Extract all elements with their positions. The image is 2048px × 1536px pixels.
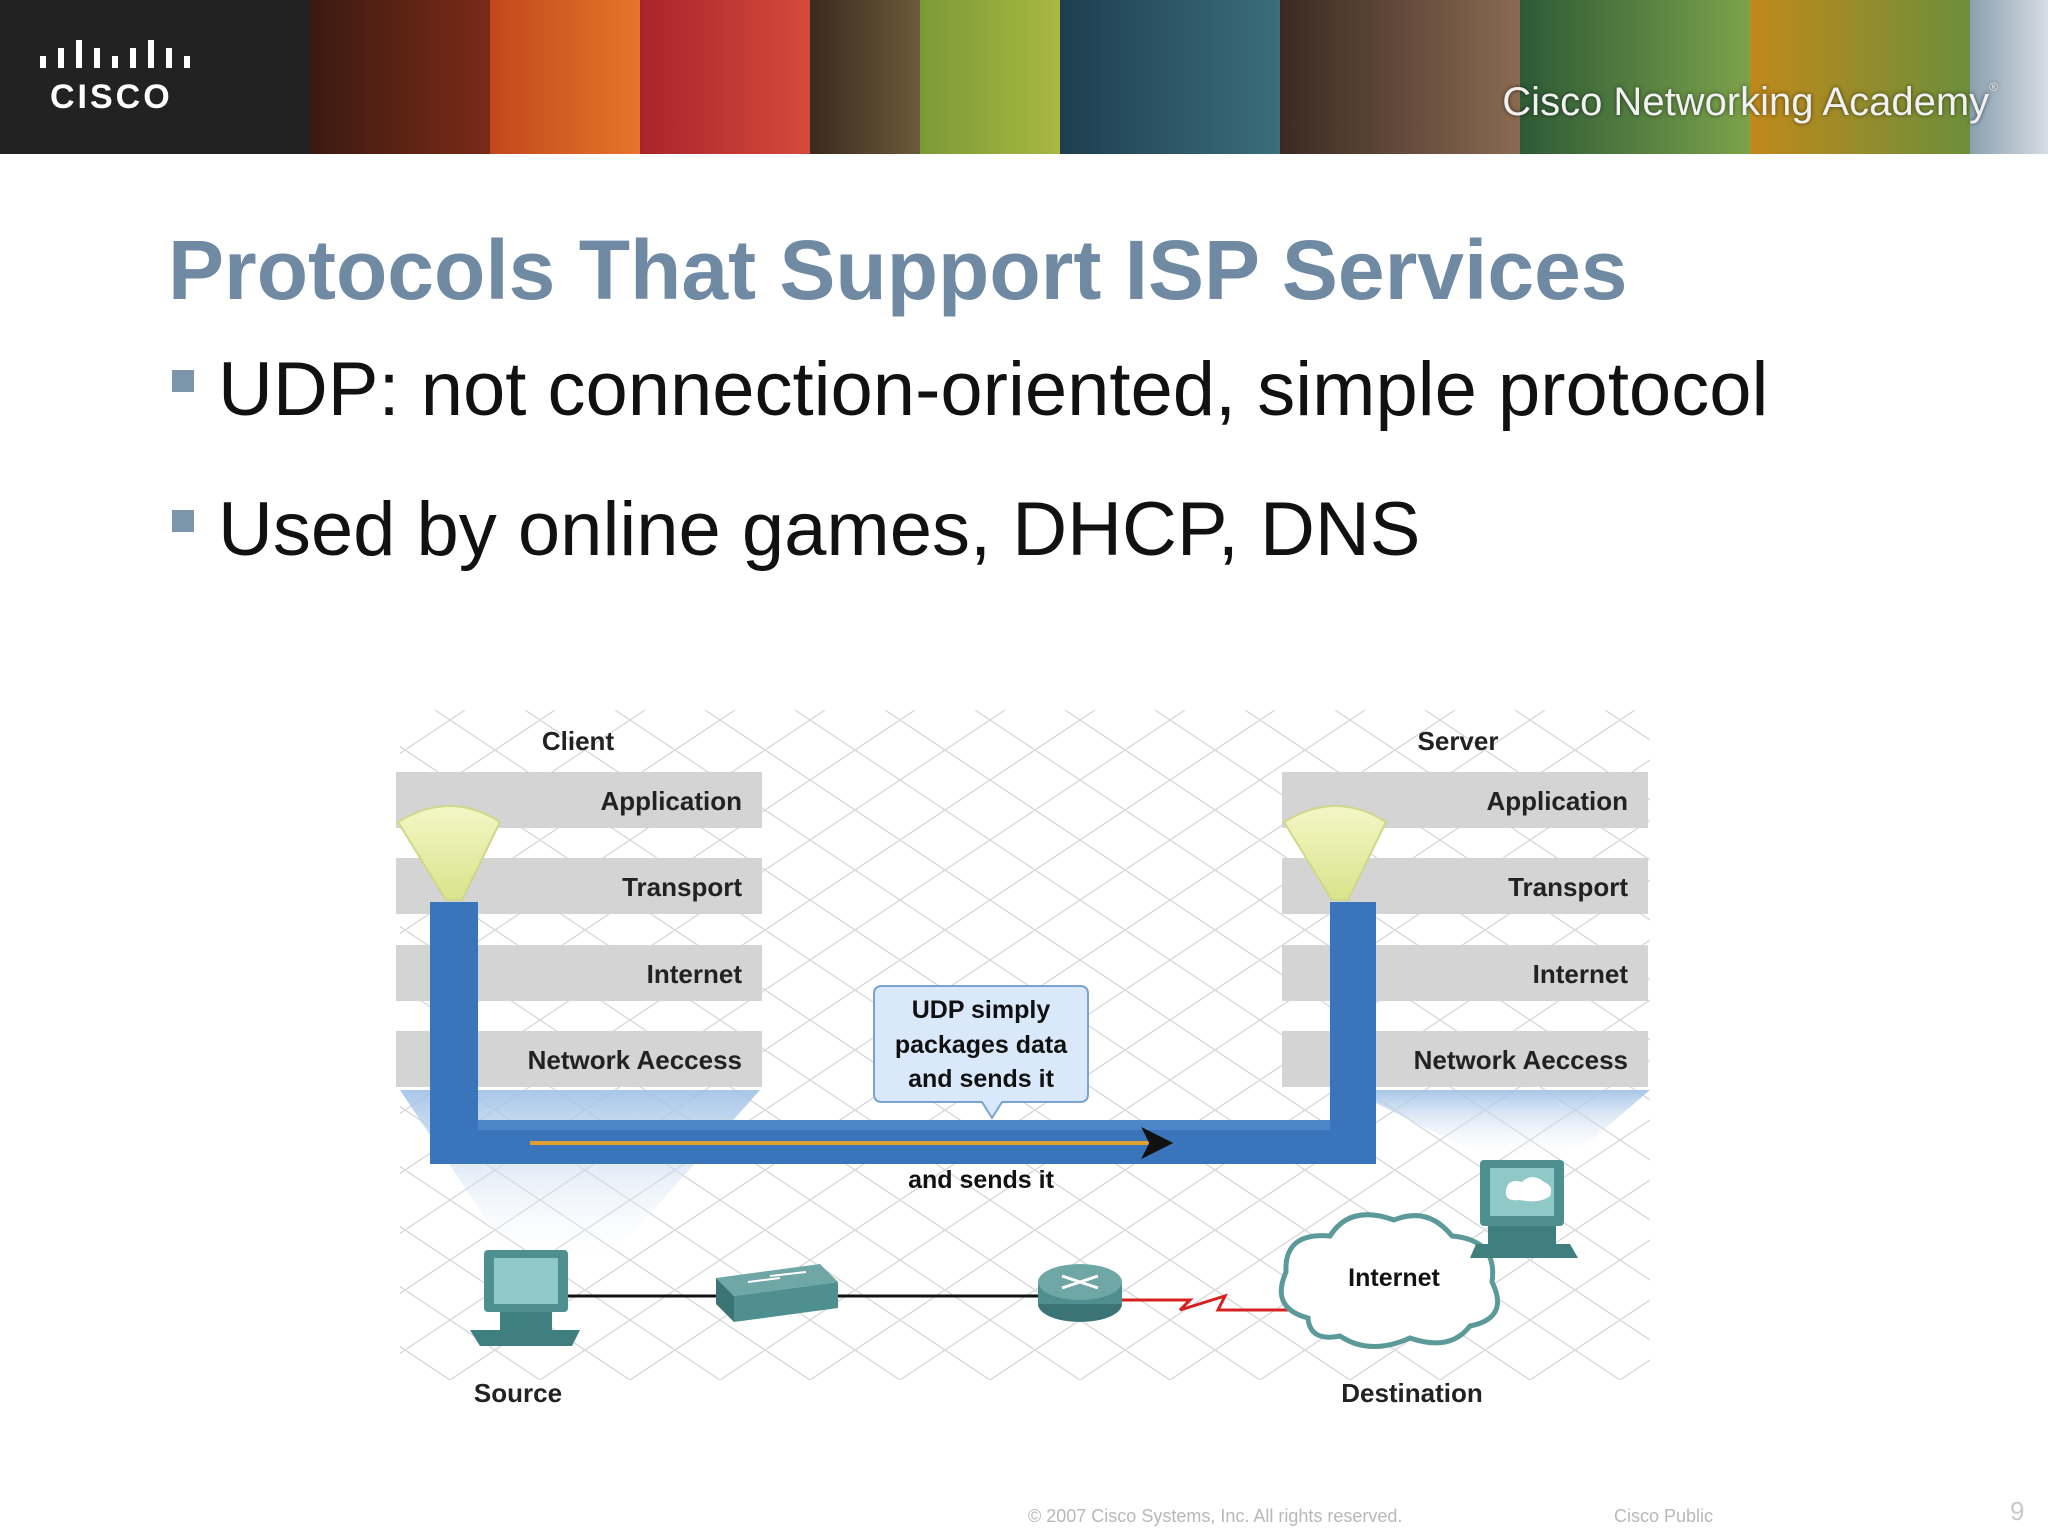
- server-label: Server: [1418, 726, 1499, 756]
- layer-label: Internet: [647, 959, 743, 989]
- layer-label: Network Aeccess: [1414, 1045, 1628, 1075]
- client-funnel-icon: [396, 805, 502, 901]
- slide-title: Protocols That Support ISP Services: [168, 223, 1628, 317]
- callout-line: UDP simply: [912, 996, 1051, 1024]
- source-label: Source: [474, 1378, 562, 1408]
- cisco-logo: CISCO: [0, 0, 310, 154]
- copyright-notice: © 2007 Cisco Systems, Inc. All rights re…: [1028, 1506, 1403, 1526]
- callout-line: packages data: [895, 1031, 1068, 1059]
- layer-label: Transport: [1508, 872, 1628, 902]
- server-funnel-icon: [1282, 805, 1388, 901]
- registered-mark: ®: [1989, 80, 1998, 94]
- switch-icon: [716, 1264, 838, 1322]
- wan-serial-link: [1116, 1293, 1296, 1312]
- bullet-text: UDP: not connection-oriented, simple pro…: [218, 347, 1769, 432]
- layer-label: Network Aeccess: [528, 1045, 742, 1075]
- bullet-square-icon: [172, 509, 194, 532]
- callout-line: and sends it: [908, 1065, 1055, 1093]
- header-banner: CISCO Cisco Networking Academy®: [0, 0, 2048, 154]
- cisco-bars-icon: [40, 40, 190, 68]
- pipe-highlight: [478, 1120, 1330, 1130]
- server-beam: [1350, 1090, 1650, 1160]
- udp-callout: UDP simply packages data and sends it: [873, 985, 1089, 1120]
- classification-label: Cisco Public: [1614, 1506, 1714, 1526]
- layer-label: Application: [600, 786, 742, 816]
- cisco-wordmark: CISCO: [50, 78, 173, 116]
- destination-server-icon: [1470, 1160, 1578, 1258]
- udp-pipe: [430, 902, 1376, 1164]
- academy-name: Cisco Networking Academy®: [1502, 80, 1998, 125]
- source-pc-icon: [470, 1250, 580, 1346]
- cloud-label: Internet: [1348, 1264, 1440, 1292]
- layer-label: Internet: [1533, 959, 1629, 989]
- router-icon: [1038, 1264, 1122, 1322]
- bullet-item: UDP: not connection-oriented, simple pro…: [172, 346, 1768, 433]
- academy-text: Cisco Networking Academy: [1502, 80, 1990, 124]
- pipe-caption: and sends it: [908, 1166, 1055, 1194]
- layer-label: Transport: [622, 872, 742, 902]
- destination-label: Destination: [1341, 1378, 1483, 1408]
- bullet-text: Used by online games, DHCP, DNS: [218, 487, 1421, 572]
- page-number: 9: [2010, 1496, 2025, 1526]
- bullet-item: Used by online games, DHCP, DNS: [172, 486, 1420, 573]
- bullet-square-icon: [172, 369, 194, 392]
- layer-label: Application: [1486, 786, 1628, 816]
- client-label: Client: [542, 726, 615, 756]
